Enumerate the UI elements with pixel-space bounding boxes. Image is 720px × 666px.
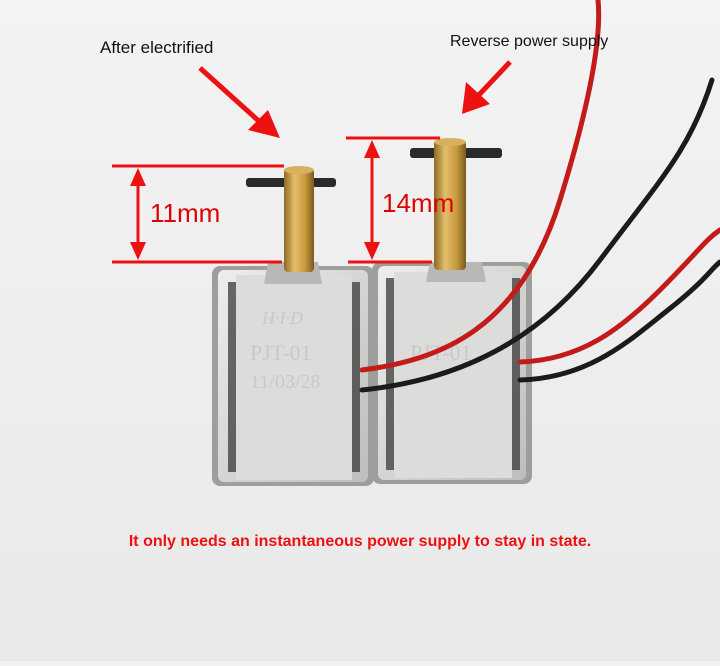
after-electrified-label: After electrified	[100, 38, 214, 57]
annotation-arrows	[198, 60, 512, 138]
right-model-marking: PJT-01	[410, 340, 472, 365]
lead-wires	[359, 0, 720, 393]
dimension-lines	[112, 136, 440, 264]
left-model-marking: PJT-01	[250, 340, 312, 365]
right-solenoid: PJT-01	[372, 262, 532, 484]
dimension-14mm-label: 14mm	[382, 188, 455, 218]
left-brand-marking: H·I·D	[261, 308, 303, 328]
reverse-power-supply-label: Reverse power supply	[450, 33, 609, 50]
right-brass-plunger	[410, 138, 502, 270]
dimension-11mm-label: 11mm	[150, 198, 221, 228]
left-solenoid: H·I·D PJT-01 11/03/28	[212, 262, 374, 486]
left-date-marking: 11/03/28	[250, 371, 320, 393]
left-brass-plunger	[246, 166, 336, 272]
caption-text: It only needs an instantaneous power sup…	[128, 533, 592, 550]
